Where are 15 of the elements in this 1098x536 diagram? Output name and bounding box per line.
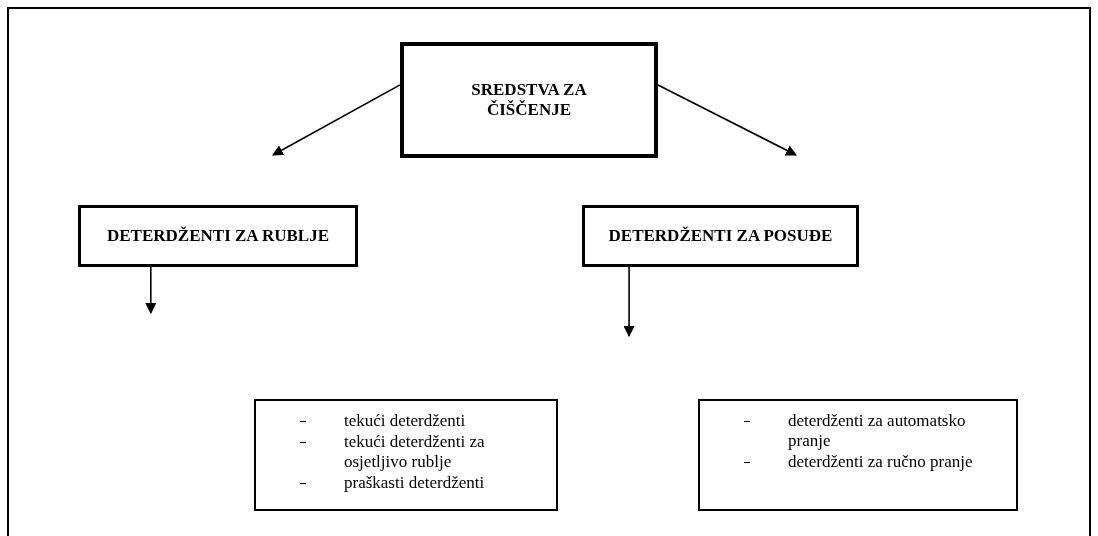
- category-box: [400, 42, 658, 158]
- heading: DETERDŽENTI ZA POSUĐE: [608, 226, 833, 246]
- category-box: [78, 205, 358, 267]
- heading: DETERDŽENTI ZA RUBLJE: [107, 226, 329, 246]
- list-box: [698, 399, 1018, 511]
- arrow: [145, 266, 157, 315]
- category-box: [582, 205, 859, 267]
- list-item: deterdženti za ručno pranje: [788, 452, 973, 471]
- arrow: [272, 84, 401, 156]
- list-item: tekući deterdženti: [344, 411, 466, 430]
- heading: SREDSTVA ZA ČIŠČENJE: [470, 80, 588, 120]
- list-item: praškasti deterdženti: [344, 473, 485, 492]
- arrow: [623, 266, 635, 338]
- arrow: [657, 84, 797, 156]
- list-box: [254, 399, 558, 511]
